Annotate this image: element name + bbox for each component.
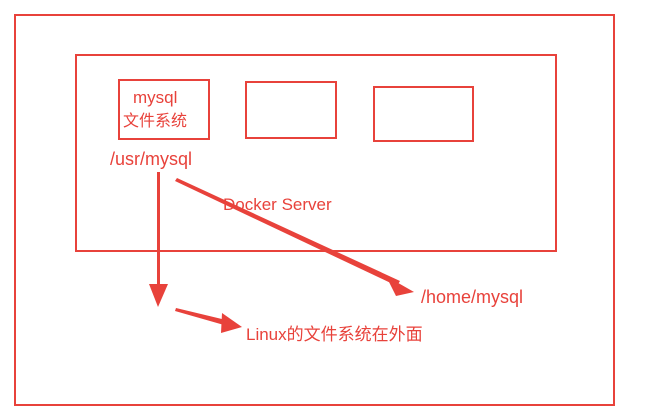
- host-note-label: Linux的文件系统在外面: [246, 325, 423, 344]
- container-fs-label: 文件系统: [123, 113, 188, 130]
- host-path-label: /home/mysql: [421, 287, 524, 307]
- linux-host-frame: [14, 14, 615, 406]
- mysql-container-box: [118, 79, 210, 140]
- container-box-2: [245, 81, 337, 139]
- container-name-label: mysql: [133, 88, 178, 107]
- container-path-label: /usr/mysql: [110, 149, 193, 169]
- container-box-3: [373, 86, 474, 142]
- docker-server-label: Docker Server: [223, 195, 332, 214]
